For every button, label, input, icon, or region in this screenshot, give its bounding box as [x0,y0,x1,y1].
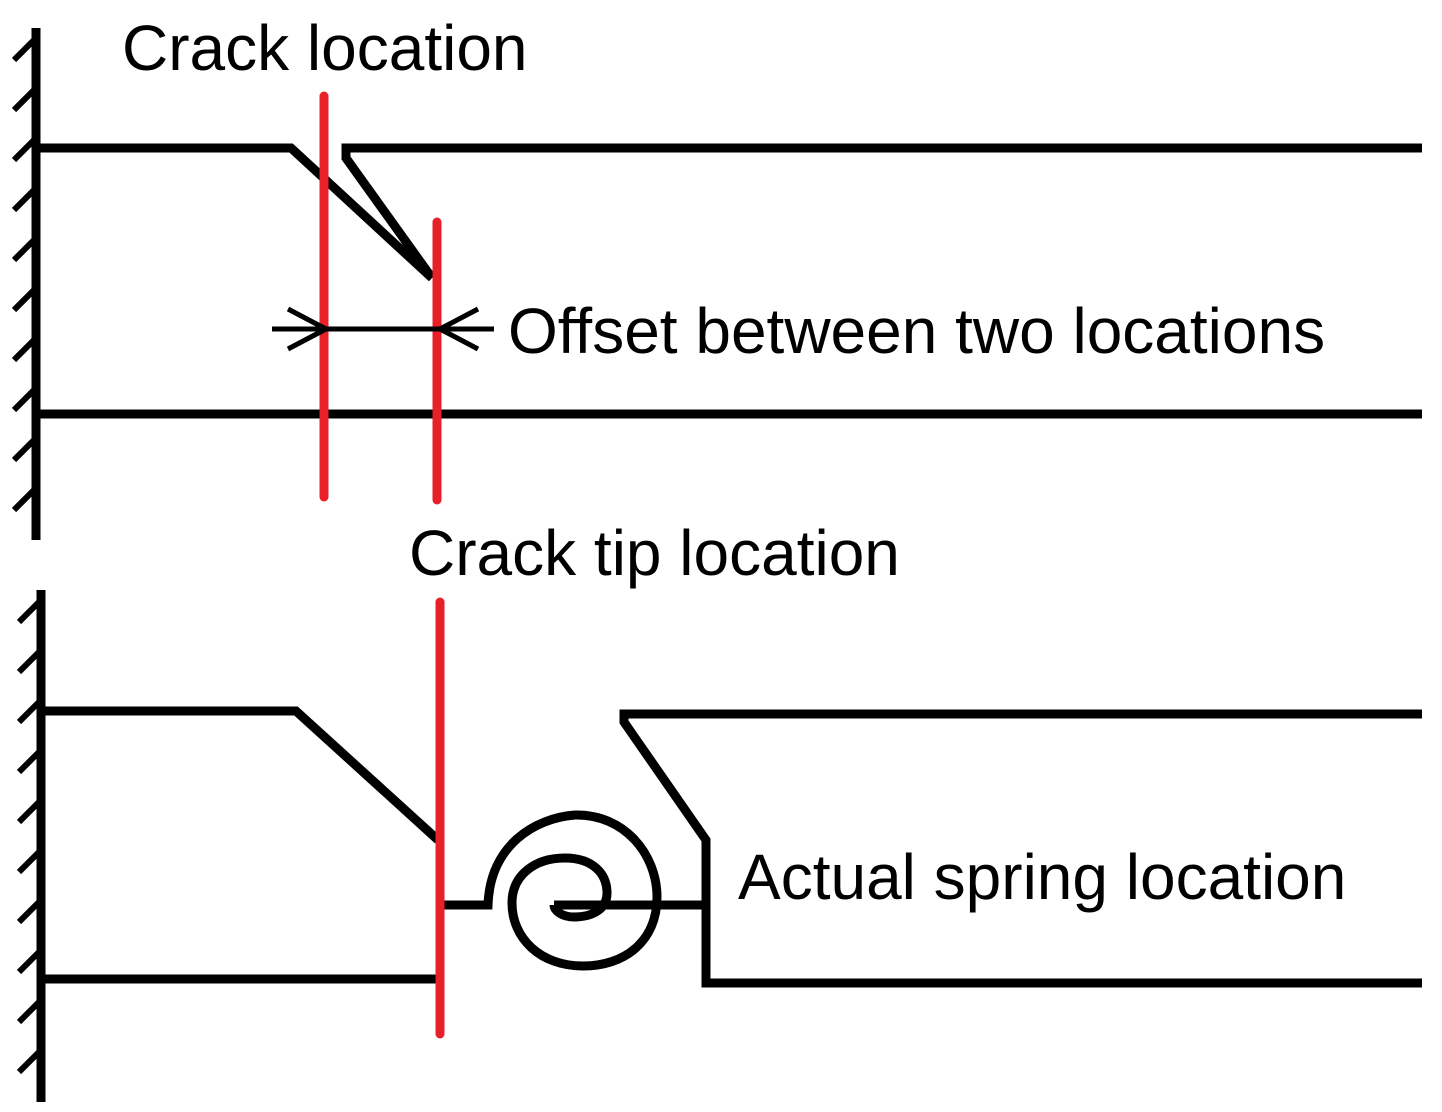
crack-location-label: Crack location [122,12,528,84]
offset-left-arrow-icon [286,306,332,352]
rotational-spring-icon [442,810,706,971]
offset-label: Offset between two locations [508,295,1325,367]
top-beam-diagram: Crack location Offset between two locati… [11,12,1422,540]
left-beam-segment-upper-edge [41,706,442,844]
spring-left-arm [442,810,662,971]
top-beam-upper-edge-left [36,143,436,282]
top-wall-hatching [11,35,39,513]
bottom-fixed-support [16,590,46,1102]
offset-dimension [272,306,494,352]
actual-spring-location-label: Actual spring location [738,841,1346,913]
bottom-beam-diagram: Crack tip location Actual spring locatio… [16,517,1422,1102]
bottom-wall-hatching [16,597,44,1075]
right-beam-segment-outline [619,709,1422,988]
top-fixed-support [11,28,41,540]
crack-tip-location-label: Crack tip location [409,517,900,589]
offset-right-arrow-icon [434,306,480,352]
top-beam-upper-edge-right [341,143,1422,281]
